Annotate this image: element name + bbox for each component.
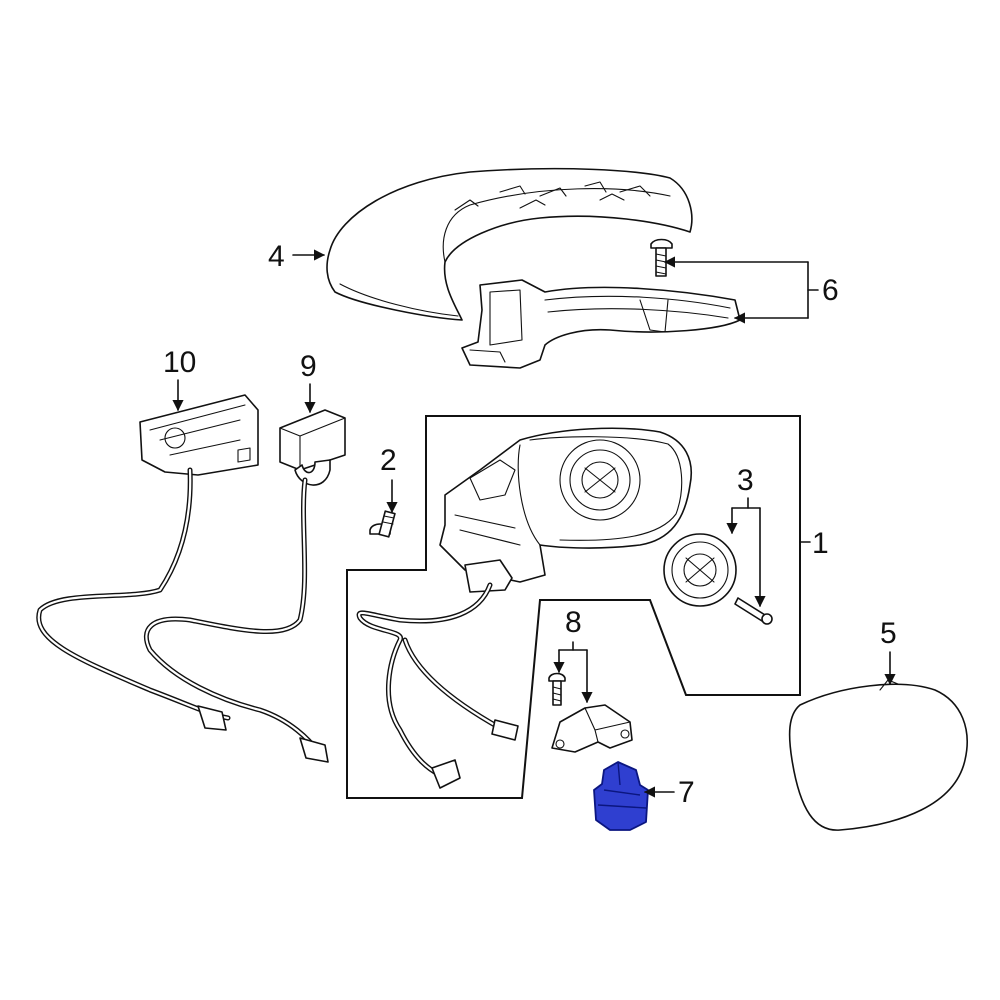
callout-5: 5 bbox=[880, 617, 897, 650]
mirror-glass-part[interactable] bbox=[788, 679, 968, 831]
bracket-screw-part[interactable] bbox=[548, 672, 566, 706]
callout-10: 10 bbox=[163, 346, 196, 379]
control-module-part[interactable] bbox=[139, 394, 259, 476]
side-camera-part[interactable] bbox=[593, 761, 649, 831]
turn-signal-screw-part[interactable] bbox=[650, 238, 673, 277]
callout-9: 9 bbox=[300, 350, 317, 383]
camera-bracket-part[interactable] bbox=[551, 704, 633, 753]
bolt-2-part[interactable] bbox=[369, 510, 396, 538]
mirror-harness bbox=[356, 582, 519, 789]
sensor-module-part[interactable] bbox=[279, 409, 346, 486]
callout-4: 4 bbox=[268, 240, 285, 273]
callout-8: 8 bbox=[565, 606, 582, 639]
callout-7: 7 bbox=[678, 776, 695, 809]
actuator-screw-part[interactable] bbox=[734, 597, 773, 625]
mirror-cover-part[interactable] bbox=[326, 167, 693, 321]
glass-actuator-part[interactable] bbox=[663, 533, 737, 607]
sensor-harness bbox=[143, 477, 329, 763]
leader-lines bbox=[172, 249, 896, 798]
mirror-assembly-part[interactable] bbox=[439, 427, 692, 593]
turn-signal-lamp-part[interactable] bbox=[461, 279, 741, 369]
module-harness bbox=[36, 467, 231, 731]
callout-3: 3 bbox=[737, 464, 754, 497]
mirror-assembly-outline bbox=[346, 415, 801, 799]
callout-6: 6 bbox=[822, 274, 839, 307]
callout-labels: 1 2 3 4 5 6 7 8 9 10 bbox=[163, 240, 897, 809]
callout-1: 1 bbox=[812, 527, 829, 560]
callout-2: 2 bbox=[380, 444, 397, 477]
